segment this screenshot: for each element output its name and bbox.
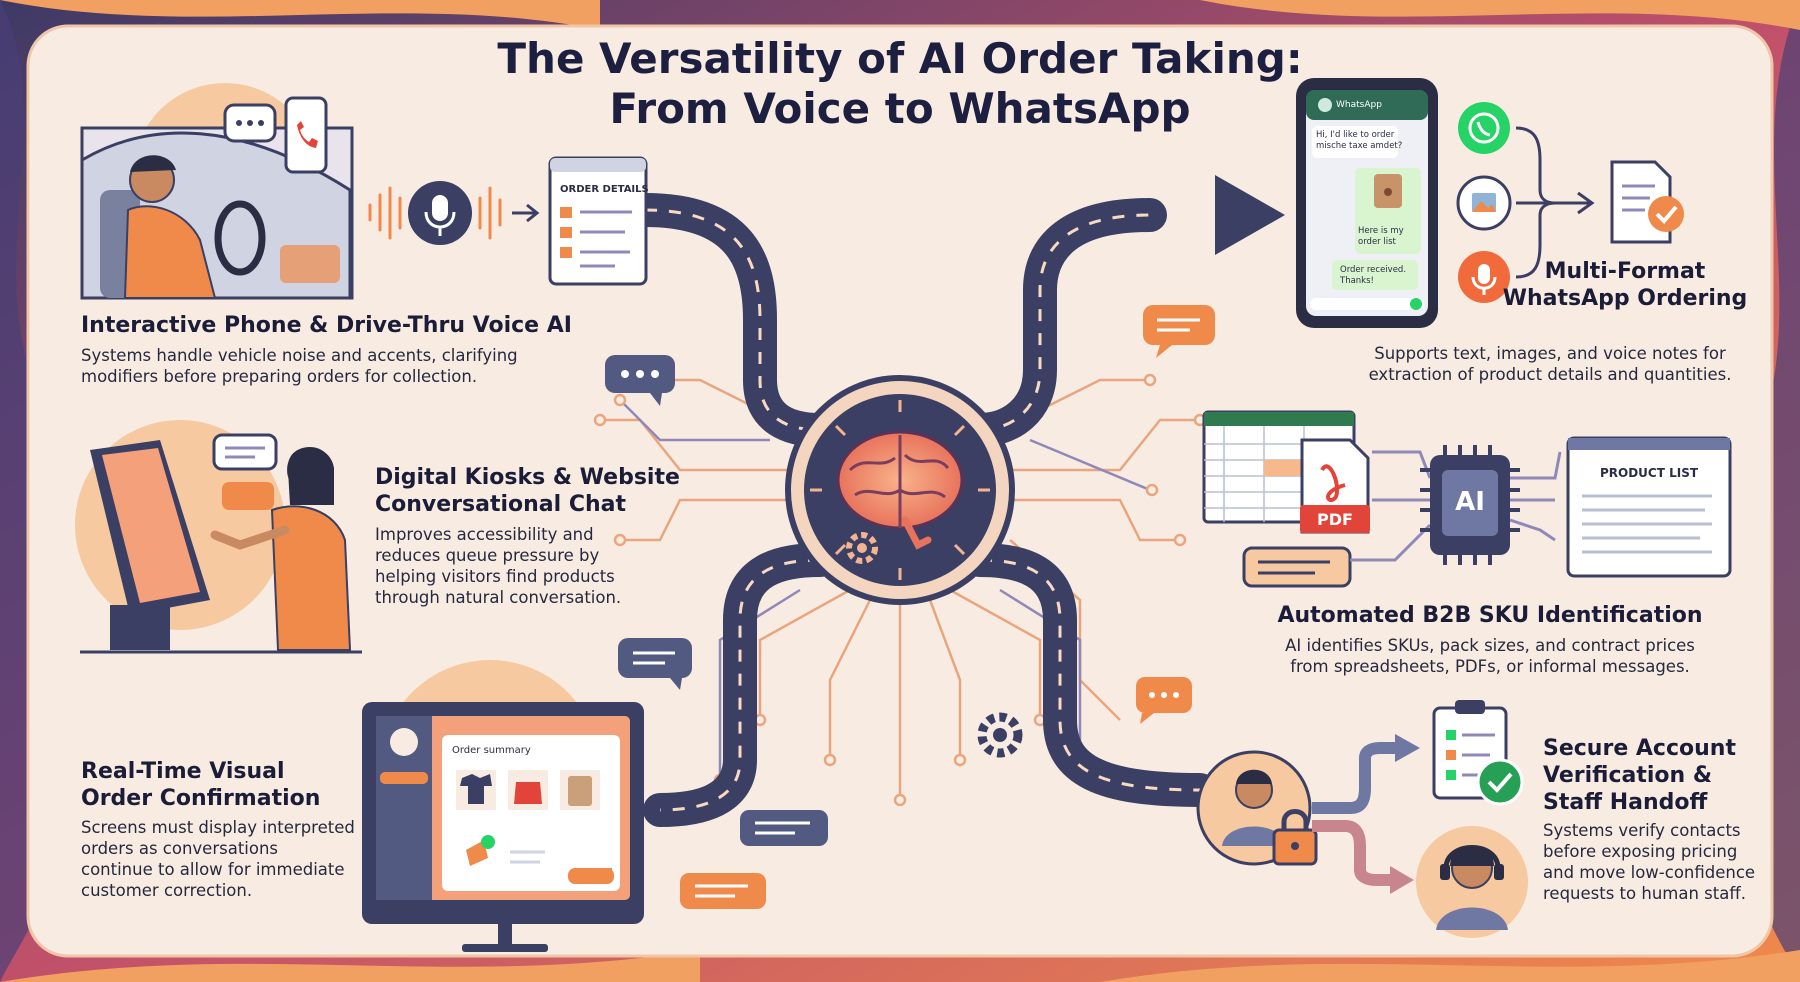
secure-heading: Secure Account Verification & Staff Hand… bbox=[1543, 735, 1736, 816]
visual-body-line3: continue to allow for immediate bbox=[81, 860, 345, 879]
speech-bubble-icon bbox=[223, 103, 277, 143]
order-details-card bbox=[548, 156, 648, 286]
brain-hub bbox=[785, 375, 1015, 605]
kiosk-body-line4: through natural conversation. bbox=[375, 588, 622, 607]
secure-body-line3: and move low-confidence bbox=[1543, 863, 1756, 882]
secure-account-illustration bbox=[1196, 734, 1420, 894]
padlock-icon bbox=[1272, 809, 1318, 866]
visual-body-line2: orders as conversations bbox=[81, 839, 279, 858]
gear-icon bbox=[846, 532, 878, 564]
chat-message-2-line2: order list bbox=[1358, 237, 1396, 247]
secure-heading-line3: Staff Handoff bbox=[1543, 790, 1708, 815]
kiosk-heading-line1: Digital Kiosks & Website bbox=[375, 465, 680, 490]
whatsapp-phone-illustration bbox=[1296, 78, 1438, 328]
whatsapp-heading-line1: Multi-Format bbox=[1544, 259, 1706, 284]
gear-icon bbox=[977, 712, 1023, 758]
visual-body-line4: customer correction. bbox=[81, 881, 253, 900]
chat-message-3-line2: Thanks! bbox=[1340, 276, 1374, 286]
microphone-icon bbox=[408, 181, 472, 245]
pdf-label: PDF bbox=[1317, 510, 1353, 529]
page-title: The Versatility of AI Order Taking: From… bbox=[400, 34, 1400, 134]
whatsapp-heading: Multi-Format WhatsApp Ordering bbox=[1500, 258, 1750, 312]
whatsapp-body-line1: Supports text, images, and voice notes f… bbox=[1374, 344, 1726, 363]
monitor-illustration bbox=[362, 660, 644, 952]
image-icon bbox=[1456, 175, 1512, 231]
kiosk-body-line3: helping visitors find products bbox=[375, 567, 615, 586]
kiosk-heading: Digital Kiosks & Website Conversational … bbox=[375, 464, 680, 518]
headset-icon bbox=[1416, 826, 1528, 938]
ai-chip-icon bbox=[1420, 445, 1520, 565]
kiosk-body-line2: reduces queue pressure by bbox=[375, 546, 600, 565]
secure-heading-line1: Secure Account bbox=[1543, 736, 1736, 761]
b2b-heading: Automated B2B SKU Identification bbox=[1277, 603, 1703, 628]
brain-icon bbox=[836, 430, 964, 550]
visual-body: Screens must display interpreted orders … bbox=[81, 817, 361, 901]
whatsapp-heading-line2: WhatsApp Ordering bbox=[1502, 286, 1748, 311]
b2b-body-line1: AI identifies SKUs, pack sizes, and cont… bbox=[1285, 636, 1695, 655]
pdf-icon bbox=[1300, 438, 1370, 534]
checklist-icon bbox=[1432, 700, 1524, 806]
document-check-icon bbox=[1610, 160, 1684, 244]
arrow-head-icon bbox=[1215, 175, 1285, 255]
phone-icon bbox=[284, 96, 328, 174]
chat-message-1: Hi, I'd like to order mische taxe amdet? bbox=[1316, 130, 1402, 152]
kiosk-body: Improves accessibility and reduces queue… bbox=[375, 524, 635, 608]
whatsapp-body-line2: extraction of product details and quanti… bbox=[1368, 365, 1732, 384]
chat-message-3-line1: Order received. bbox=[1340, 265, 1407, 275]
whatsapp-body: Supports text, images, and voice notes f… bbox=[1330, 343, 1770, 385]
product-list-card bbox=[1566, 436, 1732, 578]
voice-body-line1: Systems handle vehicle noise and accents… bbox=[81, 346, 518, 365]
product-list-label: PRODUCT LIST bbox=[1599, 466, 1699, 480]
visual-heading-line1: Real-Time Visual bbox=[81, 759, 285, 784]
drive-thru-illustration bbox=[80, 83, 540, 300]
kiosk-illustration bbox=[75, 420, 362, 654]
microphone-icon bbox=[1458, 251, 1510, 303]
whatsapp-header-label: WhatsApp bbox=[1336, 100, 1382, 110]
page-title-line1: The Versatility of AI Order Taking: bbox=[497, 34, 1303, 83]
b2b-body-line2: from spreadsheets, PDFs, or informal mes… bbox=[1290, 657, 1690, 676]
chat-message-2-line1: Here is my bbox=[1358, 226, 1404, 236]
speech-bubble-icon bbox=[605, 305, 1215, 909]
secure-body-line1: Systems verify contacts bbox=[1543, 821, 1741, 840]
b2b-body: AI identifies SKUs, pack sizes, and cont… bbox=[1250, 635, 1730, 677]
voice-body: Systems handle vehicle noise and accents… bbox=[81, 345, 601, 387]
secure-body: Systems verify contacts before exposing … bbox=[1543, 820, 1763, 904]
whatsapp-icon bbox=[1458, 102, 1510, 154]
flow-road-dashes bbox=[644, 208, 1201, 812]
kiosk-heading-line2: Conversational Chat bbox=[375, 492, 627, 517]
order-summary-label: Order summary bbox=[452, 745, 531, 756]
chat-message-1-line1: Hi, I'd like to order bbox=[1316, 130, 1395, 140]
ai-chip-label: AI bbox=[1455, 487, 1485, 517]
speech-bubble-icon bbox=[1242, 546, 1352, 588]
voice-heading: Interactive Phone & Drive-Thru Voice AI bbox=[81, 313, 572, 338]
secure-heading-line2: Verification & bbox=[1543, 763, 1713, 788]
secure-body-line2: before exposing pricing bbox=[1543, 842, 1738, 861]
chat-message-2: Here is my order list bbox=[1358, 226, 1404, 248]
secure-body-line4: requests to human staff. bbox=[1543, 884, 1746, 903]
order-details-label: ORDER DETAILS bbox=[560, 184, 649, 195]
visual-body-line1: Screens must display interpreted bbox=[81, 818, 355, 837]
visual-heading: Real-Time Visual Order Confirmation bbox=[81, 758, 320, 812]
chat-message-1-line2: mische taxe amdet? bbox=[1316, 141, 1403, 151]
chat-message-3: Order received. Thanks! bbox=[1340, 265, 1406, 287]
page-title-line2: From Voice to WhatsApp bbox=[609, 84, 1191, 133]
visual-heading-line2: Order Confirmation bbox=[81, 786, 321, 811]
voice-body-line2: modifiers before preparing orders for co… bbox=[81, 367, 478, 386]
kiosk-body-line1: Improves accessibility and bbox=[375, 525, 594, 544]
